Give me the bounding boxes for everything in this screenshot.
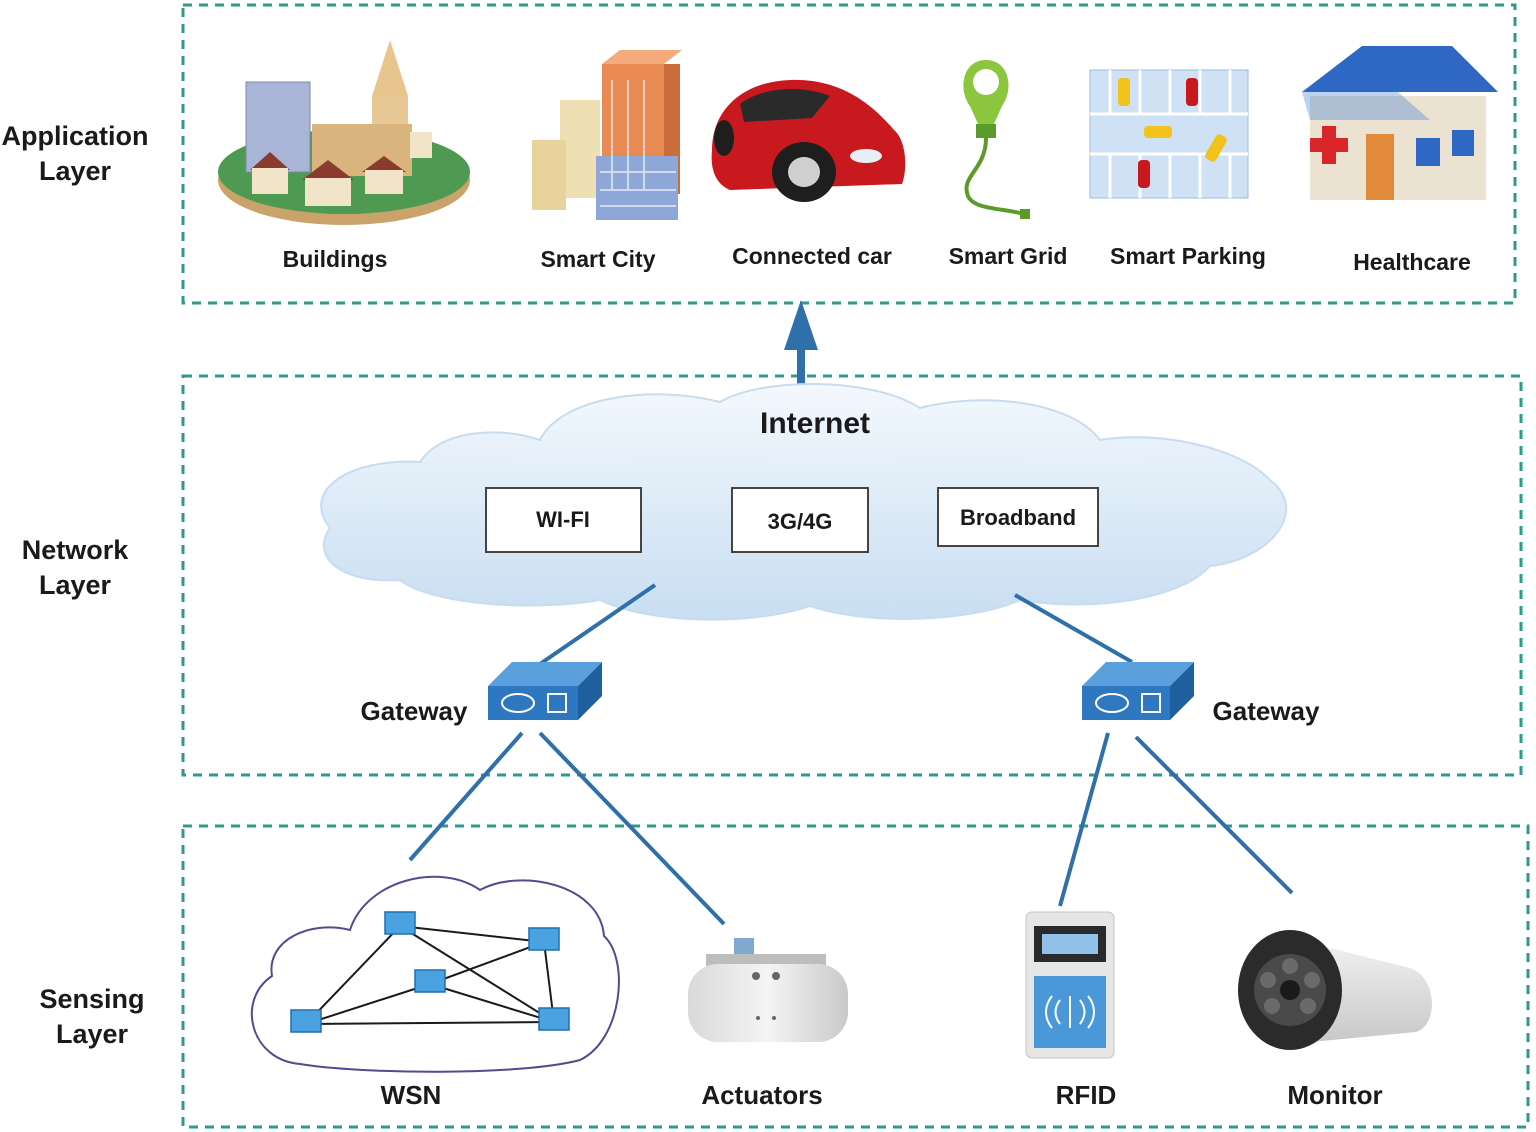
network-layer-label-line1: Network <box>22 535 130 565</box>
application-layer-label-line1: Application <box>2 121 149 151</box>
actuators-icon <box>688 938 848 1042</box>
connected-car-label: Connected car <box>732 243 892 269</box>
sensing-layer-box <box>181 824 1530 1129</box>
connection-lines <box>408 583 1294 926</box>
wsn-icon <box>250 875 620 1073</box>
application-layer-box <box>181 3 1517 305</box>
application-layer-label: Application Layer <box>2 121 149 186</box>
sensing-layer-label-line2: Layer <box>56 1019 129 1049</box>
smart-city-icon <box>532 50 682 220</box>
monitor-camera-icon <box>1238 930 1432 1050</box>
gateway-left-label: Gateway <box>361 696 468 726</box>
connected-car-icon <box>711 79 906 202</box>
tech-box-3g4g: 3G/4G <box>731 487 869 553</box>
smart-parking-label: Smart Parking <box>1110 243 1266 269</box>
sensing-layer-label-line1: Sensing <box>39 984 144 1014</box>
smart-city-label: Smart City <box>540 246 655 272</box>
buildings-label: Buildings <box>283 246 388 272</box>
sensing-layer-label: Sensing Layer <box>39 984 144 1049</box>
monitor-label: Monitor <box>1287 1080 1382 1110</box>
gateway-left-icon <box>488 662 602 720</box>
healthcare-label: Healthcare <box>1353 249 1471 275</box>
rfid-icon <box>1025 911 1115 1059</box>
gateway-right-label: Gateway <box>1213 696 1320 726</box>
buildings-icon <box>218 40 470 225</box>
tech-label-3g4g: 3G/4G <box>768 509 833 534</box>
tech-label-broadband: Broadband <box>960 505 1076 530</box>
gateway-right-icon <box>1082 662 1194 720</box>
smart-grid-icon <box>963 60 1030 219</box>
network-layer-box <box>181 374 1523 777</box>
tech-box-broadband: Broadband <box>937 487 1099 547</box>
smart-grid-label: Smart Grid <box>949 243 1068 269</box>
tech-label-wifi: WI-FI <box>536 507 590 532</box>
smart-parking-icon <box>1089 69 1249 199</box>
internet-title: Internet <box>760 407 870 440</box>
up-arrow-icon <box>784 300 818 385</box>
healthcare-icon <box>1302 46 1498 200</box>
network-layer-label: Network Layer <box>22 535 130 600</box>
network-layer-label-line2: Layer <box>39 570 112 600</box>
wsn-label: WSN <box>381 1080 442 1110</box>
tech-box-wifi: WI-FI <box>485 487 642 553</box>
rfid-label: RFID <box>1056 1080 1117 1110</box>
actuators-label: Actuators <box>701 1080 822 1110</box>
application-layer-label-line2: Layer <box>39 156 112 186</box>
